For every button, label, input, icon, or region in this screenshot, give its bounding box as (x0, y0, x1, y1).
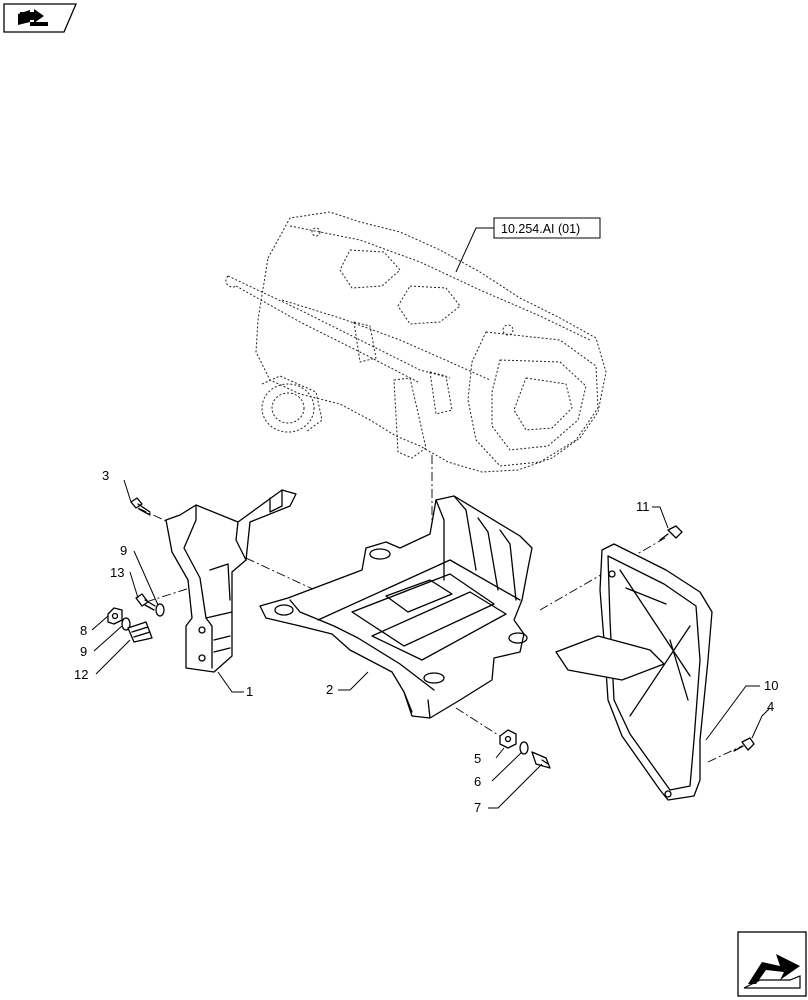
bolt-7[interactable] (531, 751, 551, 769)
bolt-11[interactable] (659, 525, 683, 541)
part-1-bracket[interactable] (165, 489, 297, 673)
reference-label-box[interactable]: 10.254.AI (01) (493, 217, 601, 239)
washer-6[interactable] (519, 741, 529, 755)
nut-5[interactable] (499, 729, 517, 749)
callout-12[interactable]: 12 (74, 667, 88, 682)
callout-6[interactable]: 6 (474, 774, 481, 789)
callout-1[interactable]: 1 (246, 684, 253, 699)
callout-4[interactable]: 4 (767, 699, 774, 714)
washer-9-lower[interactable] (121, 617, 131, 631)
callout-9-upper[interactable]: 9 (120, 543, 127, 558)
bolt-3[interactable] (130, 497, 151, 516)
bolt-13[interactable] (135, 593, 156, 611)
callout-8[interactable]: 8 (80, 623, 87, 638)
reference-leader-line (455, 227, 494, 273)
book-arrow-icon[interactable] (3, 3, 77, 33)
washer-9-upper[interactable] (155, 603, 165, 617)
callout-leaders (91, 479, 771, 809)
bolt-12[interactable] (127, 621, 153, 643)
callout-9-lower[interactable]: 9 (80, 644, 87, 659)
callout-3[interactable]: 3 (102, 468, 109, 483)
nut-8[interactable] (107, 607, 123, 625)
callout-2[interactable]: 2 (326, 682, 333, 697)
callout-7[interactable]: 7 (474, 800, 481, 815)
part-10-cover-panel[interactable] (555, 543, 713, 801)
callout-13[interactable]: 13 (110, 565, 124, 580)
part-2-support-plate[interactable] (259, 495, 533, 719)
callout-10[interactable]: 10 (764, 678, 778, 693)
transmission-housing-reference (225, 211, 607, 473)
callout-5[interactable]: 5 (474, 751, 481, 766)
bolt-4[interactable] (733, 737, 755, 752)
next-page-arrow-icon[interactable] (737, 931, 807, 997)
reference-label: 10.254.AI (01) (501, 222, 580, 236)
callout-11[interactable]: 11 (636, 499, 650, 514)
